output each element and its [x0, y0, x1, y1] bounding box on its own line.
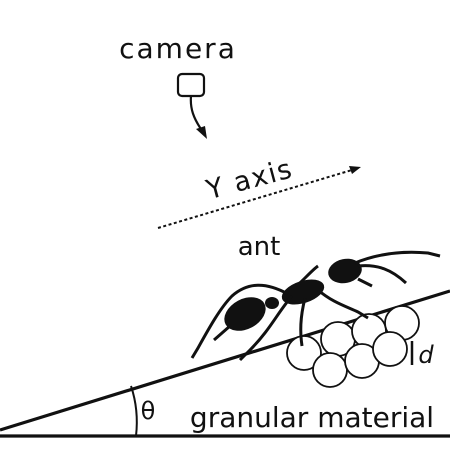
grain: [286, 335, 322, 371]
ant-silhouette-icon: [190, 250, 441, 362]
camera-icon: [176, 72, 206, 98]
grain: [312, 352, 348, 388]
theta-label: θ: [141, 397, 156, 425]
y-axis-arrow: [157, 166, 361, 229]
camera-label: camera: [119, 32, 237, 65]
grain: [372, 331, 408, 367]
y-axis-label: Y axis: [202, 153, 296, 206]
d-label: d: [418, 341, 434, 369]
granular-material-label: granular material: [190, 401, 434, 434]
arrow-down-icon: [189, 95, 207, 139]
angle-arc: [130, 385, 138, 437]
ant-label: ant: [238, 232, 281, 262]
grains: [286, 305, 420, 388]
